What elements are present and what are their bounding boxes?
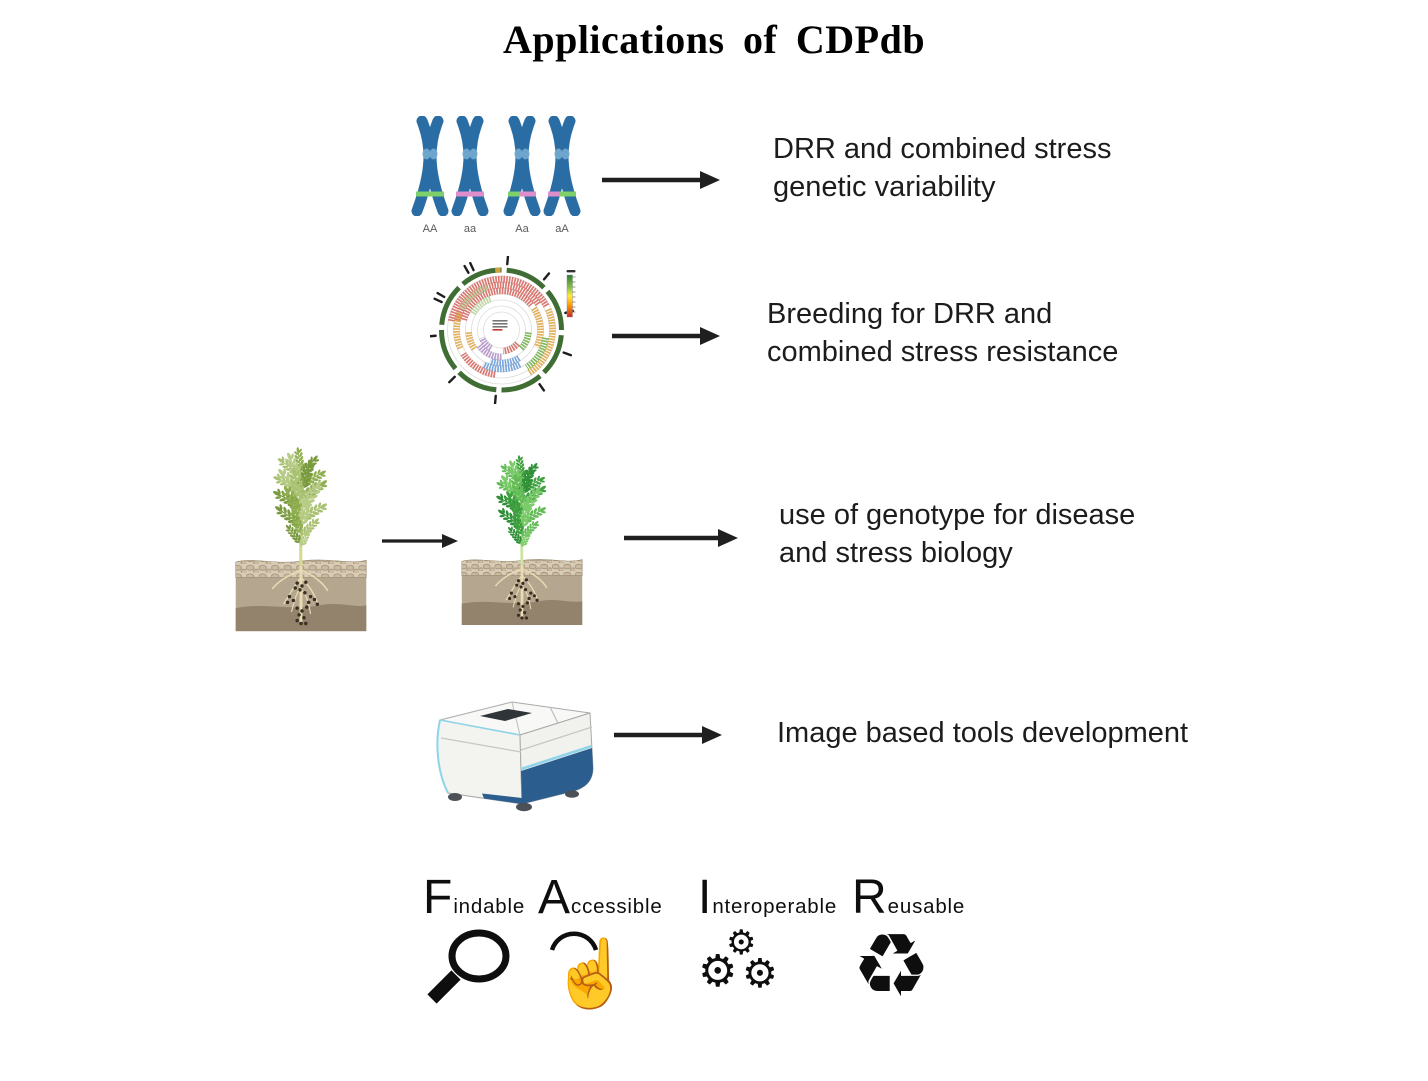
genotype-label: AA	[422, 223, 438, 235]
stressed-plant-figure	[235, 447, 367, 632]
page-title: Applications of CDPdb	[502, 17, 926, 62]
circos-plot-figure	[430, 256, 576, 404]
click-hand-icon: ☝	[538, 926, 648, 1012]
chromosomes-figure: AA aa Aa	[410, 115, 586, 236]
genotype-label: aa	[463, 223, 477, 235]
imaging-machine-figure	[436, 701, 594, 812]
chromosome-icon	[451, 115, 489, 217]
chromosome-aa: aa	[450, 115, 490, 235]
arrow-row4	[614, 726, 722, 744]
circos-color-scale	[566, 270, 576, 318]
chromosome-icon	[503, 115, 541, 217]
caption-genetic-variability: DRR and combined stress genetic variabil…	[773, 133, 1112, 203]
arrow-row1	[602, 171, 720, 189]
chromosome-icon	[543, 115, 581, 217]
gears-icon: ⚙ ⚙ ⚙	[698, 924, 778, 996]
chromosome-Aa: Aa	[502, 115, 542, 235]
caption-image-tools: Image based tools development	[777, 717, 1189, 749]
caption-genotype-use: use of genotype for disease and stress b…	[779, 499, 1136, 569]
chromosome-icon	[411, 115, 449, 217]
arrow-between-plants	[382, 534, 458, 548]
arrow-row2	[612, 327, 720, 345]
genotype-label: Aa	[515, 223, 529, 235]
recycle-icon: ♻	[852, 916, 931, 1015]
genotype-label: aA	[555, 223, 569, 235]
magnifier-icon	[423, 926, 525, 1012]
healthy-plant-figure	[461, 455, 583, 626]
arrow-row3	[624, 529, 738, 547]
chromosome-AA: AA	[410, 115, 450, 235]
chromosome-aA: aA	[542, 115, 582, 235]
caption-breeding: Breeding for DRR and combined stress res…	[767, 298, 1119, 368]
